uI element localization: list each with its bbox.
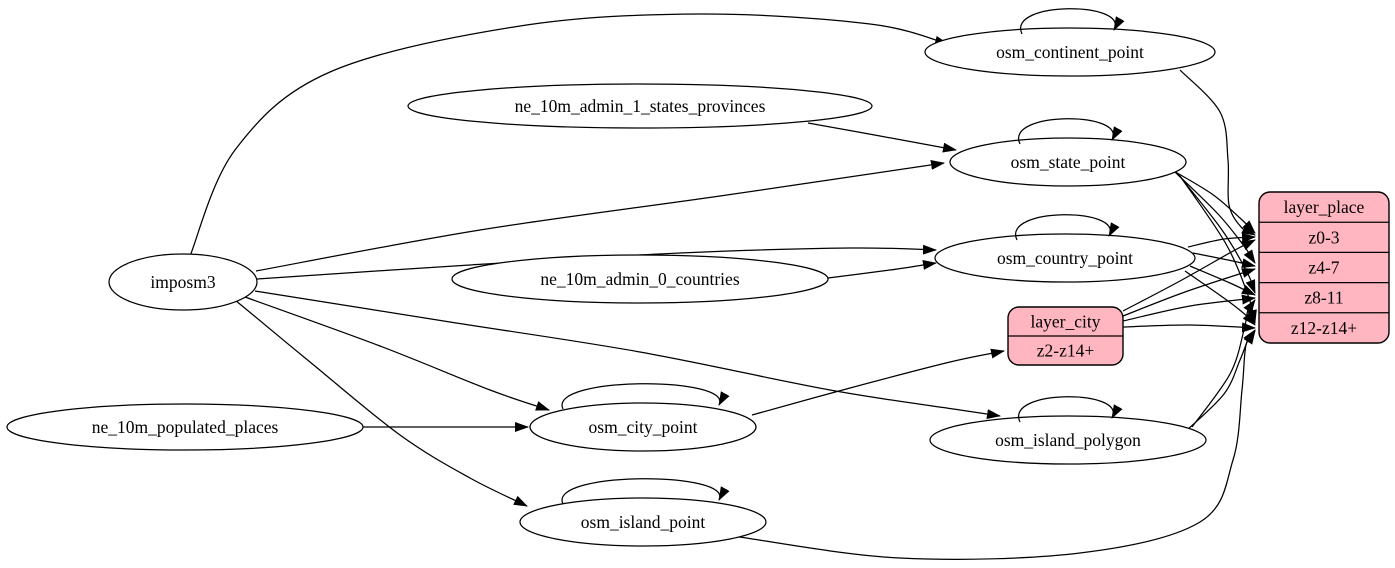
edge-layer_city-to-layer_place-z0-3 (1122, 239, 1256, 312)
edge-osm_country_point-to-layer_place-z0-3 (1187, 232, 1256, 248)
record-row-layer_place-2: z4-7 (1308, 258, 1339, 278)
record-node-layer_place (1258, 191, 1390, 344)
edge-imposm3-to-osm_island_polygon (254, 290, 1001, 420)
node-label-ne_10m_admin_1_states_provinces: ne_10m_admin_1_states_provinces (515, 96, 766, 116)
edge-osm_island_polygon-to-layer_place-z12-z14+ (1185, 329, 1256, 432)
self-loop-osm_island_point (561, 478, 730, 505)
self-loop-osm_continent_point (1020, 8, 1125, 35)
edge-layer_city-to-layer_place-z4-7 (1122, 268, 1256, 317)
record-row-layer_city-0: layer_city (1031, 312, 1101, 332)
node-osm_continent_point (924, 27, 1216, 77)
edge-layer_city-to-layer_place-z12-z14+ (1122, 322, 1256, 333)
record-row-layer_place-0: layer_place (1284, 197, 1365, 217)
node-osm_island_polygon (929, 415, 1207, 465)
edge-layer_city-to-layer_place-z8-11 (1122, 294, 1256, 322)
edge-imposm3-to-osm_continent_point (189, 13, 949, 257)
edge-osm_state_point-to-layer_place-z0-3 (1171, 169, 1256, 234)
record-row-layer_place-1: z0-3 (1308, 227, 1339, 247)
node-osm_state_point (949, 137, 1187, 187)
node-label-ne_10m_admin_0_countries: ne_10m_admin_0_countries (540, 269, 739, 289)
node-label-imposm3: imposm3 (150, 272, 215, 292)
self-loop-osm_country_point (1015, 214, 1120, 241)
edge-ne_10m_admin_0_countries-to-osm_country_point (827, 260, 937, 279)
node-imposm3 (108, 253, 258, 311)
edge-ne_10m_admin_1_states_provinces-to-osm_state_point (807, 122, 957, 153)
self-loop-osm_island_polygon (1018, 396, 1123, 423)
edge-imposm3-to-osm_country_point (256, 244, 937, 280)
record-row-layer_place-4: z12-z14+ (1291, 318, 1357, 338)
node-label-osm_state_point: osm_state_point (1011, 152, 1126, 172)
node-ne_10m_admin_0_countries (451, 254, 829, 304)
node-label-osm_city_point: osm_city_point (589, 417, 698, 437)
edge-osm_continent_point-to-layer_place-z0-3 (1179, 69, 1256, 236)
node-ne_10m_admin_1_states_provinces (407, 83, 873, 129)
edge-imposm3-to-osm_state_point (255, 159, 945, 272)
record-row-layer_place-3: z8-11 (1304, 288, 1343, 308)
node-label-osm_continent_point: osm_continent_point (996, 42, 1144, 62)
self-loop-osm_state_point (1018, 118, 1123, 145)
node-label-osm_country_point: osm_country_point (997, 248, 1133, 268)
record-row-layer_city-1: z2-z14+ (1037, 341, 1095, 361)
self-loop-osm_city_point (561, 383, 730, 410)
edge-osm_island_polygon-to-layer_place-z8-11 (1191, 299, 1256, 428)
node-label-osm_island_polygon: osm_island_polygon (995, 430, 1141, 450)
node-label-osm_island_point: osm_island_point (581, 512, 706, 532)
node-osm_island_point (519, 497, 767, 547)
edge-osm_city_point-to-layer_city-z2-z14+ (751, 348, 1005, 416)
edge-imposm3-to-osm_island_point (234, 299, 528, 507)
edge-osm_state_point-to-layer_place-z4-7 (1174, 171, 1256, 264)
node-ne_10m_populated_places (6, 403, 364, 451)
node-osm_country_point (934, 233, 1196, 283)
node-label-ne_10m_populated_places: ne_10m_populated_places (92, 417, 279, 437)
edge-osm_island_point-to-layer_place-z12-z14+ (732, 330, 1256, 560)
edge-osm_country_point-to-layer_place-z4-7 (1192, 252, 1256, 269)
edge-imposm3-to-osm_city_point (244, 296, 550, 411)
node-osm_city_point (529, 402, 757, 452)
